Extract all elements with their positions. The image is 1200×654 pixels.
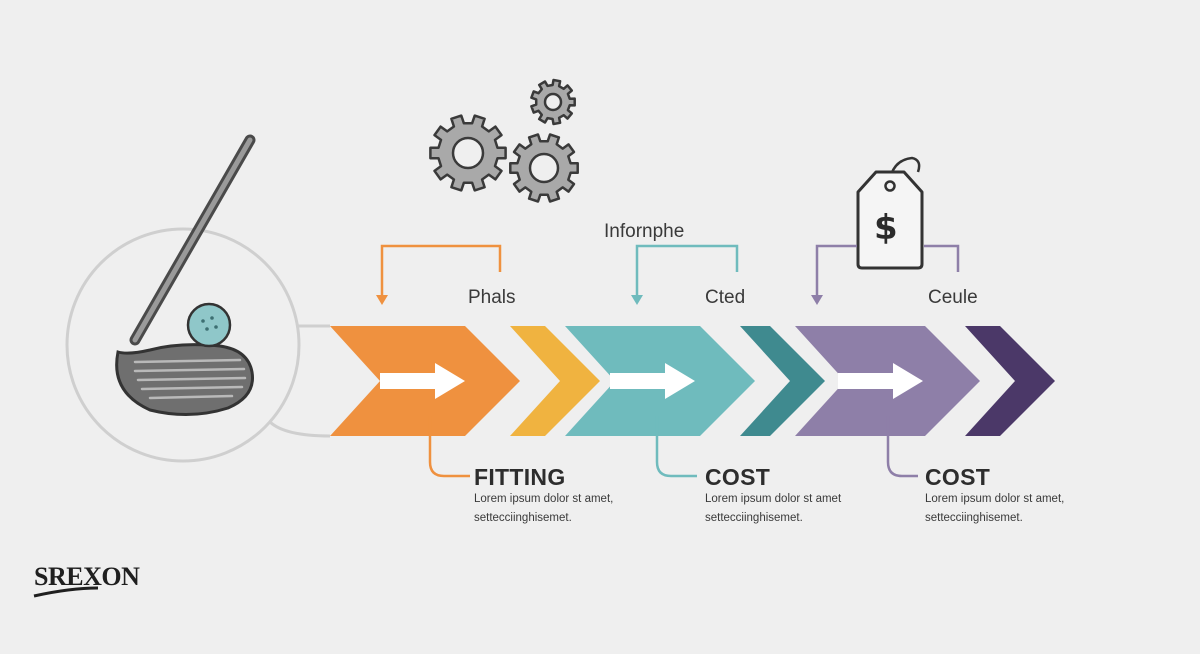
chevron-segment-4 [740, 326, 825, 436]
gear-icon [509, 133, 579, 203]
price-symbol: $ [874, 208, 898, 248]
stage-3-desc-line-1: Lorem ipsum dolor st amet, [925, 493, 1065, 505]
brackets [376, 244, 960, 305]
stage-2-top-label: Cted [705, 287, 746, 308]
gear-icon [530, 78, 576, 126]
chevron-segment-2 [510, 326, 600, 436]
brand-logo: SREXON [34, 562, 140, 591]
golf-club-icon [115, 134, 256, 417]
stage-3-top-label: Ceule [928, 287, 978, 308]
bracket-orange [380, 244, 502, 295]
bracket-orange-arrowhead [376, 295, 388, 305]
header-label: Infornphe [604, 221, 685, 242]
bracket-purple [815, 244, 960, 295]
leader-orange [428, 416, 470, 478]
stage-1-desc-line-1: Lorem ipsum dolor st amet, [474, 493, 614, 505]
bracket-teal-arrowhead [631, 295, 643, 305]
stage-2-desc-line-1: Lorem ipsum dolor st amet [705, 493, 842, 505]
arrow-right-icon [380, 363, 465, 399]
stage-2-description: Lorem ipsum dolor st amet settecciinghis… [705, 490, 841, 528]
stage-2-desc-line-2: settecciinghisemet. [705, 512, 803, 524]
chevron-segment-6 [965, 326, 1055, 436]
stage-1-top-label: Phals [468, 287, 516, 308]
stage-1-description: Lorem ipsum dolor st amet, settecciinghi… [474, 490, 613, 528]
stage-2-heading: COST [705, 464, 771, 490]
gear-icon [429, 114, 507, 192]
bracket-purple-arrowhead [811, 295, 823, 305]
price-tag-icon [856, 156, 924, 270]
stage-3-desc-line-2: settecciinghisemet. [925, 512, 1023, 524]
club-illustration [65, 134, 331, 463]
brand-swoosh [33, 586, 99, 598]
chevron-arrows [380, 363, 923, 399]
stage-1-heading: FITTING [474, 464, 566, 490]
stage-3-description: Lorem ipsum dolor st amet, settecciinghi… [925, 490, 1064, 528]
arrow-right-icon [610, 363, 695, 399]
stage-1-desc-line-2: settecciinghisemet. [474, 512, 572, 524]
bracket-teal [635, 244, 739, 295]
connector-bottom [268, 420, 331, 438]
gears-group [429, 78, 579, 203]
arrow-right-icon [838, 363, 923, 399]
stage-3-heading: COST [925, 464, 991, 490]
leader-lines [428, 416, 918, 478]
leader-teal [655, 416, 697, 478]
leader-purple [886, 416, 918, 478]
golf-ball-icon [186, 302, 232, 348]
